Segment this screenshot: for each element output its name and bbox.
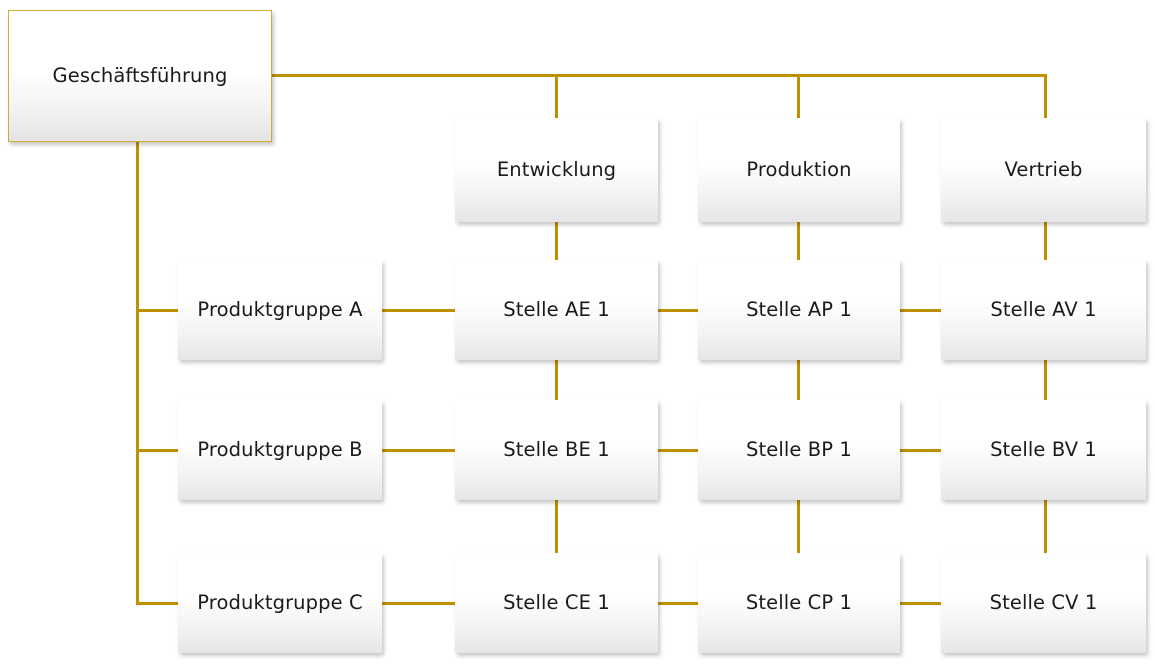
node-produktion[interactable]: Produktion — [698, 118, 900, 222]
connector-spine-to-row-a — [136, 309, 180, 312]
node-label: Stelle BE 1 — [503, 438, 610, 462]
connector-row-c-p-to-v — [898, 602, 943, 605]
node-label: Stelle CP 1 — [745, 591, 853, 615]
node-label: Stelle AE 1 — [503, 298, 610, 322]
connector-row-b-e-to-p — [656, 449, 700, 452]
node-stelle-cp-1[interactable]: Stelle CP 1 — [698, 553, 900, 653]
connector-root-vertical-spine — [136, 141, 139, 605]
connector-drop-produktion — [797, 74, 800, 120]
connector-row-b-pg-to-e — [381, 449, 457, 452]
node-label: Stelle AV 1 — [990, 298, 1097, 322]
connector-col-p-a-to-b — [797, 358, 800, 402]
node-vertrieb[interactable]: Vertrieb — [941, 118, 1146, 222]
connector-spine-to-row-b — [136, 449, 180, 452]
node-stelle-be-1[interactable]: Stelle BE 1 — [455, 400, 658, 500]
node-produktgruppe-a[interactable]: Produktgruppe A — [178, 260, 382, 360]
node-label: Entwicklung — [496, 158, 617, 182]
connector-col-e-b-to-c — [555, 498, 558, 555]
node-produktgruppe-b[interactable]: Produktgruppe B — [178, 400, 382, 500]
node-label: Produktgruppe C — [197, 591, 363, 615]
node-label: Stelle CE 1 — [503, 591, 610, 615]
node-entwicklung[interactable]: Entwicklung — [455, 118, 658, 222]
connector-row-c-pg-to-e — [381, 602, 457, 605]
connector-row-c-e-to-p — [656, 602, 700, 605]
connector-row-b-p-to-v — [898, 449, 943, 452]
connector-col-e-head-to-a — [555, 220, 558, 262]
connector-col-v-a-to-b — [1044, 358, 1047, 402]
node-label: Stelle BV 1 — [990, 438, 1097, 462]
node-label: Stelle CV 1 — [989, 591, 1098, 615]
node-label: Vertrieb — [1004, 158, 1083, 182]
node-geschaeftsfuehrung[interactable]: Geschäftsführung — [8, 10, 272, 142]
node-stelle-ae-1[interactable]: Stelle AE 1 — [455, 260, 658, 360]
connector-row-a-pg-to-e — [381, 309, 457, 312]
connector-root-horizontal-bus — [271, 74, 1047, 77]
node-stelle-av-1[interactable]: Stelle AV 1 — [941, 260, 1146, 360]
node-label: Geschäftsführung — [52, 64, 228, 88]
connector-col-v-b-to-c — [1044, 498, 1047, 555]
connector-drop-entwicklung — [555, 74, 558, 120]
connector-spine-to-row-c — [136, 602, 180, 605]
node-label: Stelle BP 1 — [746, 438, 852, 462]
node-label: Produktgruppe B — [197, 438, 363, 462]
connector-col-e-a-to-b — [555, 358, 558, 402]
connector-row-a-e-to-p — [656, 309, 700, 312]
connector-col-p-b-to-c — [797, 498, 800, 555]
connector-col-p-head-to-a — [797, 220, 800, 262]
node-stelle-bv-1[interactable]: Stelle BV 1 — [941, 400, 1146, 500]
node-label: Stelle AP 1 — [746, 298, 852, 322]
node-label: Produktgruppe A — [197, 298, 363, 322]
node-stelle-ce-1[interactable]: Stelle CE 1 — [455, 553, 658, 653]
node-stelle-bp-1[interactable]: Stelle BP 1 — [698, 400, 900, 500]
connector-row-a-p-to-v — [898, 309, 943, 312]
connector-col-v-head-to-a — [1044, 220, 1047, 262]
node-produktgruppe-c[interactable]: Produktgruppe C — [178, 553, 382, 653]
node-stelle-ap-1[interactable]: Stelle AP 1 — [698, 260, 900, 360]
connector-drop-vertrieb — [1044, 74, 1047, 120]
node-label: Produktion — [746, 158, 852, 182]
node-stelle-cv-1[interactable]: Stelle CV 1 — [941, 553, 1146, 653]
